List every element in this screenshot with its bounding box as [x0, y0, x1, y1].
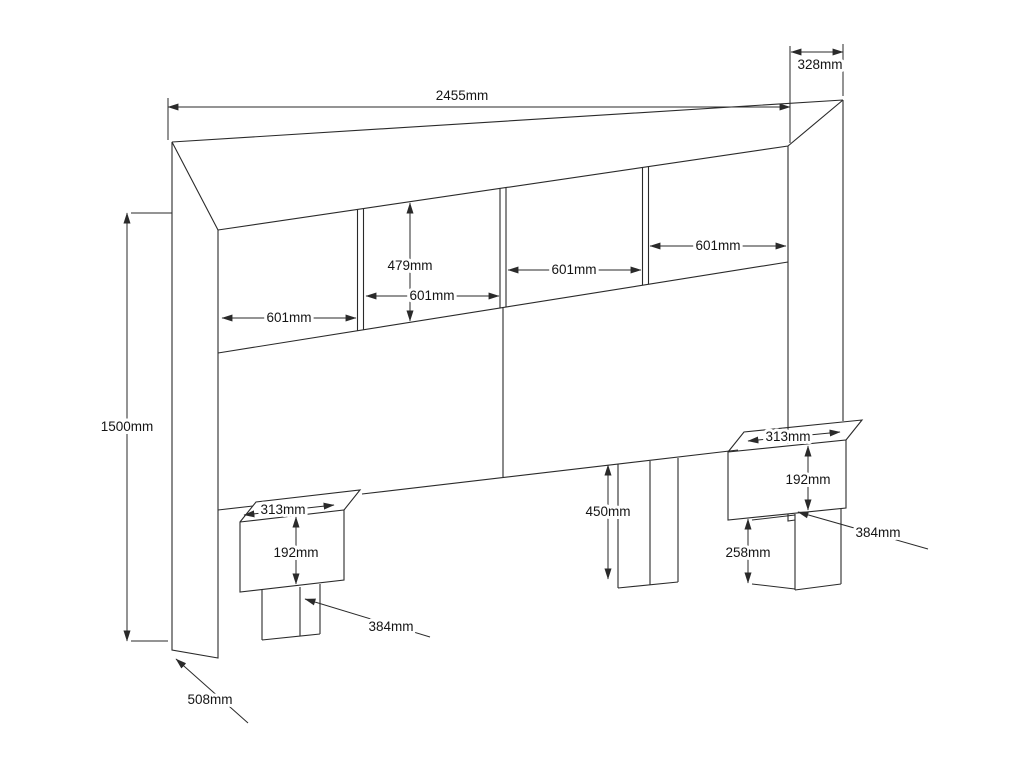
door-division-lines	[356, 167, 650, 331]
dim-door-height: 479mm	[384, 202, 436, 322]
dim-left-cabinet-depth: 313mm	[243, 499, 335, 520]
cabinet-top-face	[171, 99, 844, 231]
dim-label-right-cabinet-height: 192mm	[785, 472, 830, 487]
dim-door2-width: 601mm	[365, 285, 500, 306]
dim-label-top-depth: 328mm	[797, 57, 842, 72]
dim-overall-width: 2455mm	[167, 46, 791, 143]
leader-line	[175, 658, 249, 724]
dim-label-overall-height: 1500mm	[101, 419, 154, 434]
dim-right-foot-height: 258mm	[722, 514, 796, 590]
cabinet-band-bottom-edge	[217, 261, 789, 354]
left-cabinet-foot	[261, 584, 321, 641]
furniture-outline	[171, 99, 864, 659]
dim-label-right-cabinet-depth: 313mm	[765, 429, 810, 444]
dim-label-door1-width: 601mm	[266, 310, 311, 325]
dim-headboard-clearance: 450mm	[582, 464, 634, 580]
right-cabinet-foot	[794, 509, 842, 591]
dim-label-door3-width: 601mm	[551, 262, 596, 277]
dim-label-clearance: 450mm	[585, 504, 630, 519]
right-side-panel	[787, 100, 844, 522]
leader-line	[304, 598, 431, 638]
center-legs	[617, 458, 679, 589]
dim-right-cabinet-bottom-depth: 384mm	[797, 511, 929, 550]
headboard-panel	[217, 308, 739, 511]
dim-top-depth: 328mm	[790, 44, 846, 96]
dim-door1-width: 601mm	[221, 307, 357, 328]
dimension-annotations: 2455mm 328mm 1500mm 479mm 601mm	[98, 44, 929, 724]
extension-lines	[131, 212, 172, 642]
leader-line	[797, 511, 929, 550]
dim-right-cabinet-height: 192mm	[782, 445, 834, 511]
dim-right-cabinet-depth: 313mm	[747, 426, 841, 447]
dim-left-cabinet-bottom-depth: 384mm	[304, 598, 431, 638]
dim-door4-width: 601mm	[649, 235, 787, 256]
dim-label-overall-width: 2455mm	[436, 88, 489, 103]
dimension-line	[747, 429, 841, 444]
dim-overall-height: 1500mm	[98, 212, 172, 642]
dim-label-left-cabinet-height: 192mm	[273, 545, 318, 560]
dim-label-side-panel-depth: 508mm	[187, 692, 232, 707]
dim-label-left-cabinet-depth: 313mm	[260, 502, 305, 517]
dim-door3-width: 601mm	[507, 259, 642, 280]
right-bedside-cabinet	[727, 419, 864, 521]
left-side-panel	[171, 141, 219, 659]
dimension-line	[243, 502, 335, 518]
dim-label-left-cabinet-bottom-depth: 384mm	[368, 619, 413, 634]
dim-label-door2-width: 601mm	[409, 288, 454, 303]
dim-label-door-height: 479mm	[387, 258, 432, 273]
dim-label-right-cabinet-bottom-depth: 384mm	[855, 525, 900, 540]
dim-left-cabinet-height: 192mm	[270, 516, 322, 585]
dim-side-panel-depth: 508mm	[175, 658, 249, 724]
dim-label-door4-width: 601mm	[695, 238, 740, 253]
dim-label-right-foot-height: 258mm	[725, 545, 770, 560]
extension-lines	[751, 514, 796, 590]
